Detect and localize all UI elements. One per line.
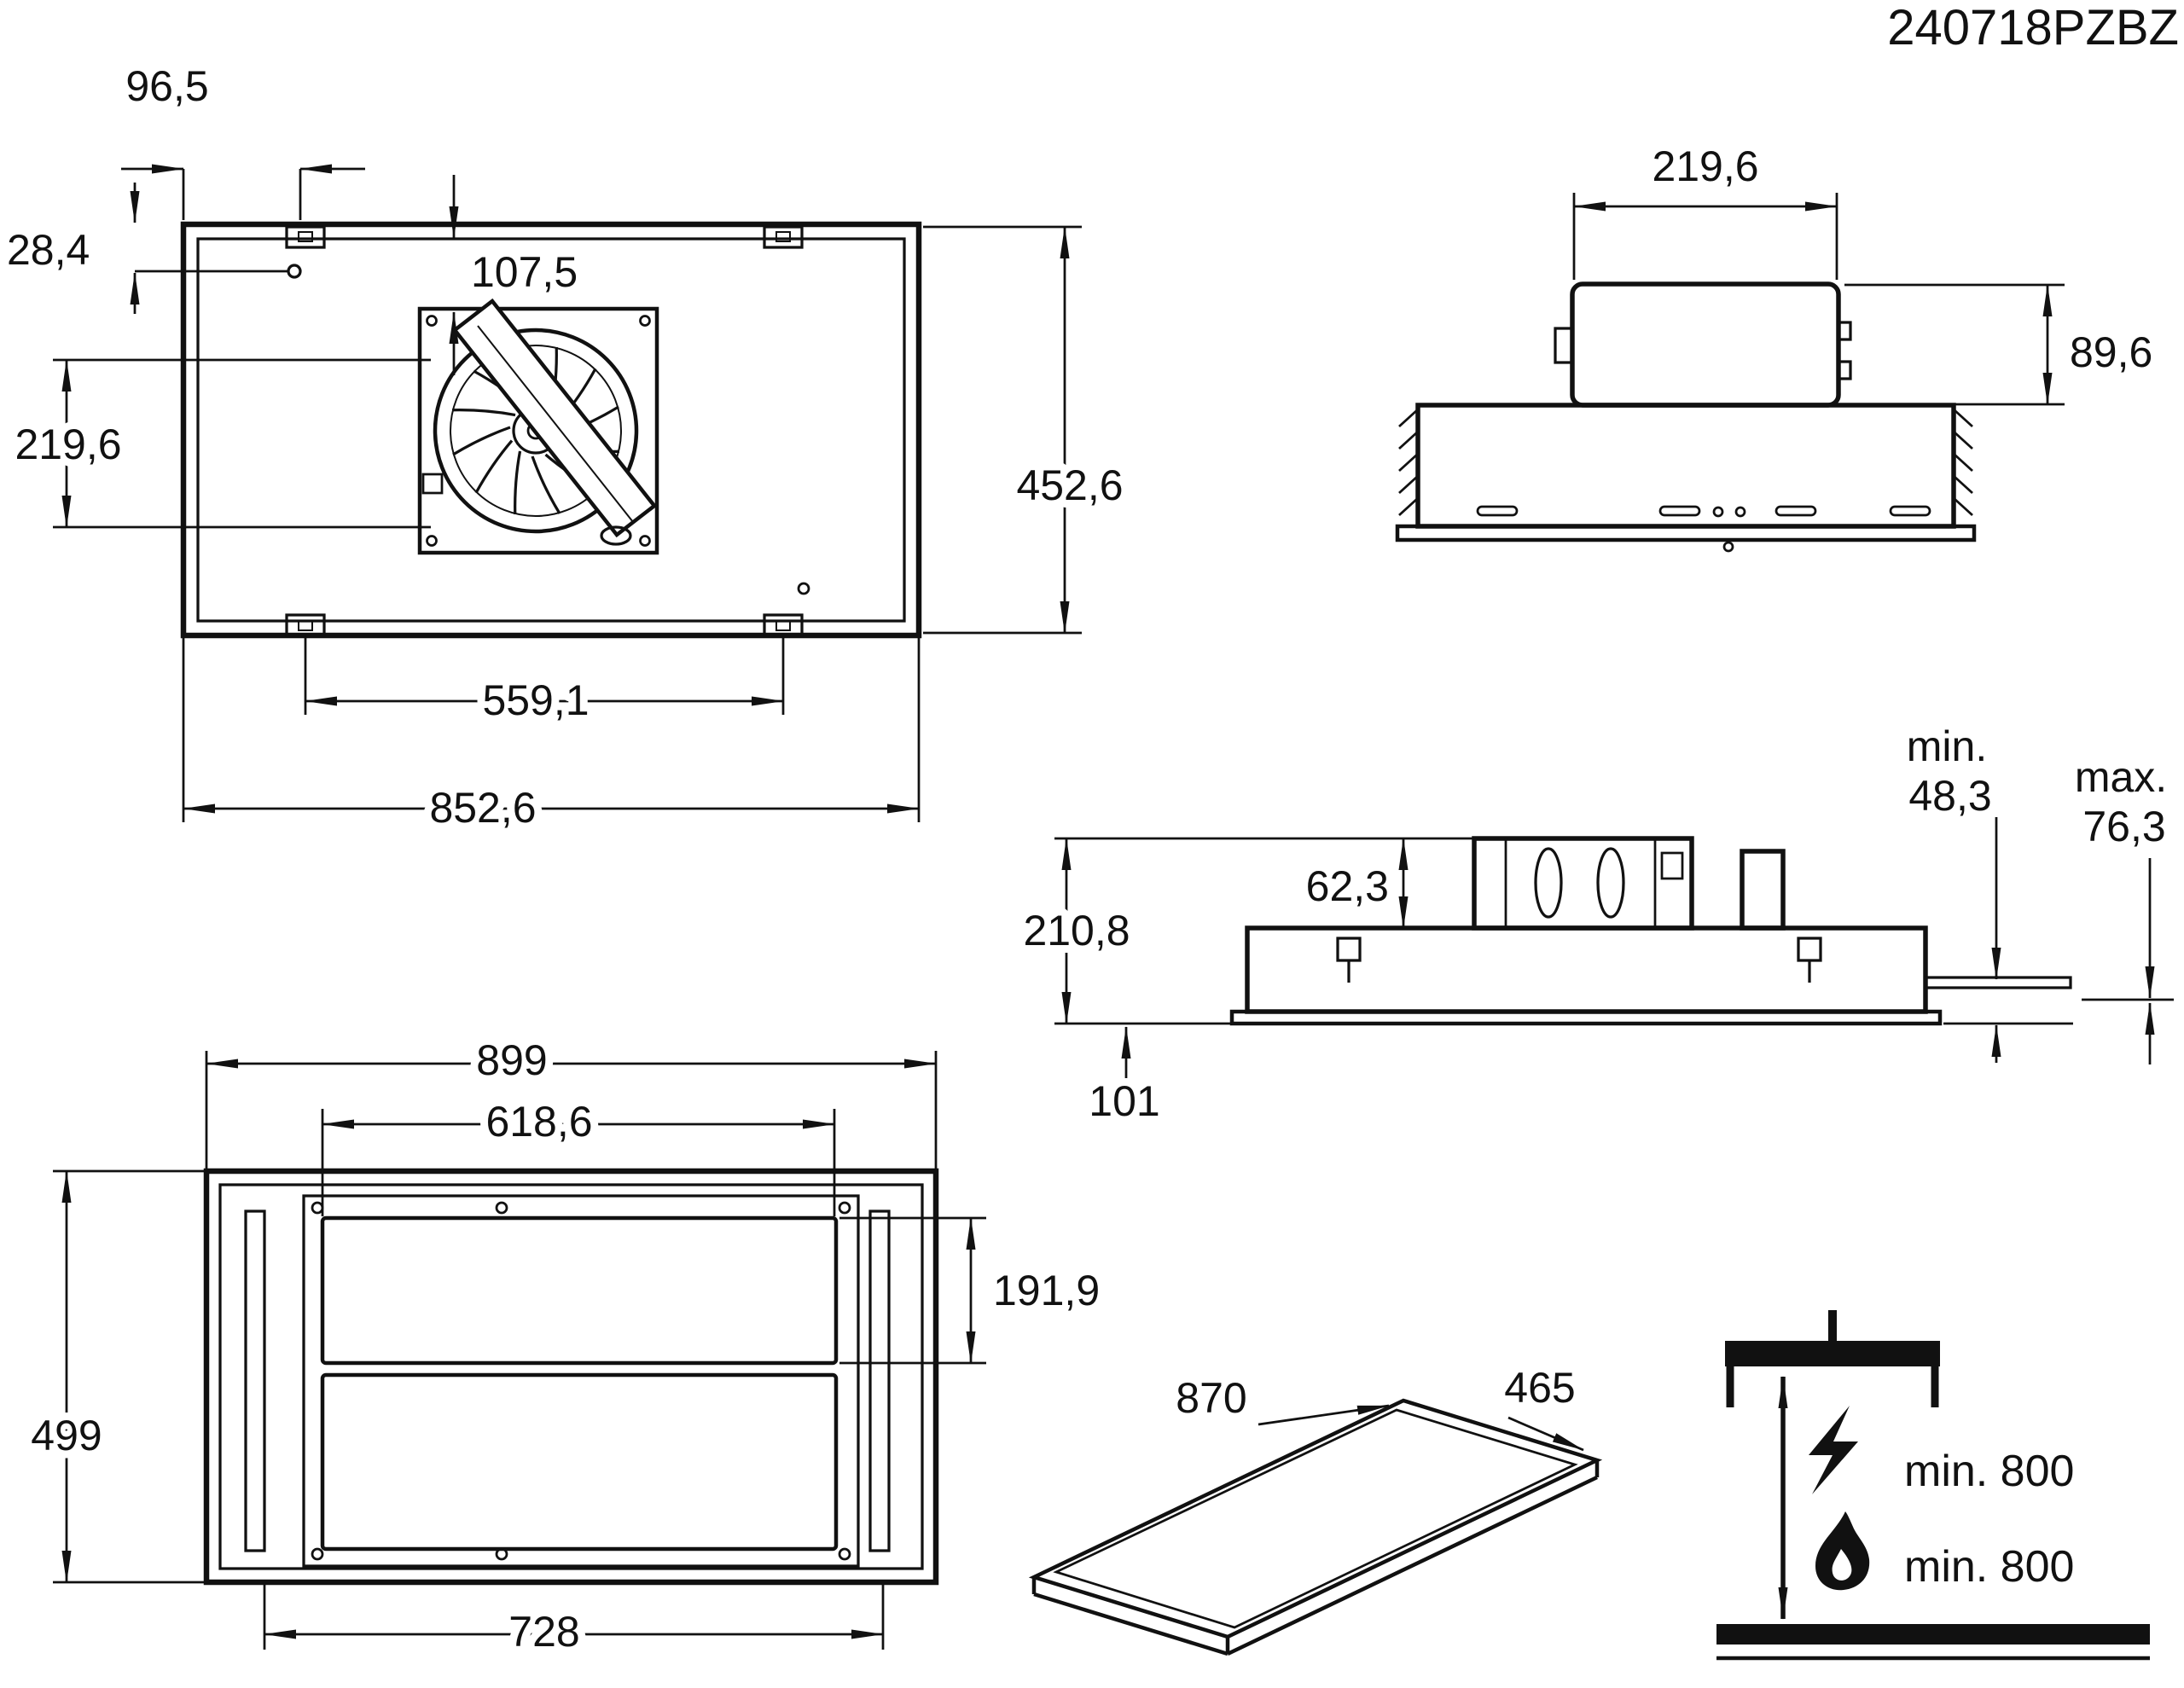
filter-panel-bottom [320,1372,839,1552]
dim-width: 852,6 [429,784,536,832]
dim-filter-height: 191,9 [993,1267,1100,1314]
housing-front [1415,403,1956,529]
iso-panel-thickness [1031,1460,1600,1656]
side-view-dimensions [1054,817,2174,1078]
spring-clips [1336,937,1822,983]
mounting-tabs [285,225,804,637]
filter-panel-top [320,1215,839,1366]
duct-box [1570,281,1841,408]
dim-duct-width: 219,6 [1652,142,1758,190]
dim-panel-drop: 101 [1089,1077,1159,1125]
dim-panel-width: 899 [476,1036,547,1084]
dim-recess-max-value: 76,3 [2082,803,2165,850]
fan-scroll [433,328,639,534]
inner-frame [302,1194,860,1568]
dim-motor-step: 62,3 [1306,862,1389,910]
duct-view-dimensions [1572,193,2065,406]
lightning-icon [1809,1406,1858,1494]
panel-view: 899 618,6 191,9 499 728 [23,1029,1100,1663]
dim-fan-offset: 107,5 [471,248,578,296]
panel-outline [203,1168,939,1586]
dim-recess-min-label: min. [1907,722,1987,770]
clearance-gas-label: min. 800 [1904,1542,2074,1592]
dim-recess-max-label: max. [2075,753,2167,801]
top-view-dimensions [53,164,1082,822]
panel-side [1229,1009,1943,1026]
light-strip-right [868,1209,891,1552]
hatching [1398,408,1973,517]
fan-assembly [417,298,659,555]
light-strip-left [244,1209,266,1552]
dim-filter-width: 618,6 [485,1098,592,1146]
hood-body-outline [180,221,922,639]
dim-iso-length: 870 [1176,1374,1246,1422]
duct-view: 219,6 89,6 [1395,142,2152,553]
dim-total-height: 210,8 [1023,907,1130,954]
dim-offset-y: 28,4 [7,226,90,274]
motor-housing [1472,836,1694,931]
dim-recess-min-value: 48,3 [1908,772,1991,820]
dim-panel-depth: 499 [31,1412,102,1459]
dim-duct-height: 89,6 [2070,328,2152,376]
dim-bracket-spacing: 559,1 [482,676,589,724]
dim-inner-width: 728 [508,1608,579,1656]
ceiling-flange [1395,524,1977,542]
clearance-view: min. 800 min. 800 [1716,1310,2150,1661]
dim-iso-depth: 465 [1504,1364,1575,1412]
side-view: 210,8 62,3 101 min. 48,3 max. 76,3 [1015,722,2174,1125]
clearance-electric-label: min. 800 [1904,1447,2074,1496]
dim-offset-x: 96,5 [125,62,208,110]
screws [311,1201,851,1561]
iso-view: 870 465 [1028,1364,1603,1656]
dim-depth: 452,6 [1016,461,1123,509]
panel-view-dimensions [53,1051,986,1650]
hob-symbol [1716,1624,2150,1644]
document-code: 240718PZBZ [1887,0,2179,55]
clamp-arm [1924,976,2072,989]
iso-view-dimensions [1258,1404,1584,1452]
base-slots [1476,505,1931,553]
hood-symbol [1725,1341,1940,1366]
dim-duct-span: 219,6 [15,421,121,468]
spigot [1740,849,1786,931]
top-view: 96,5 28,4 107,5 219,6 452,6 559,1 852,6 [7,62,1131,839]
fixing-hole [287,264,302,279]
